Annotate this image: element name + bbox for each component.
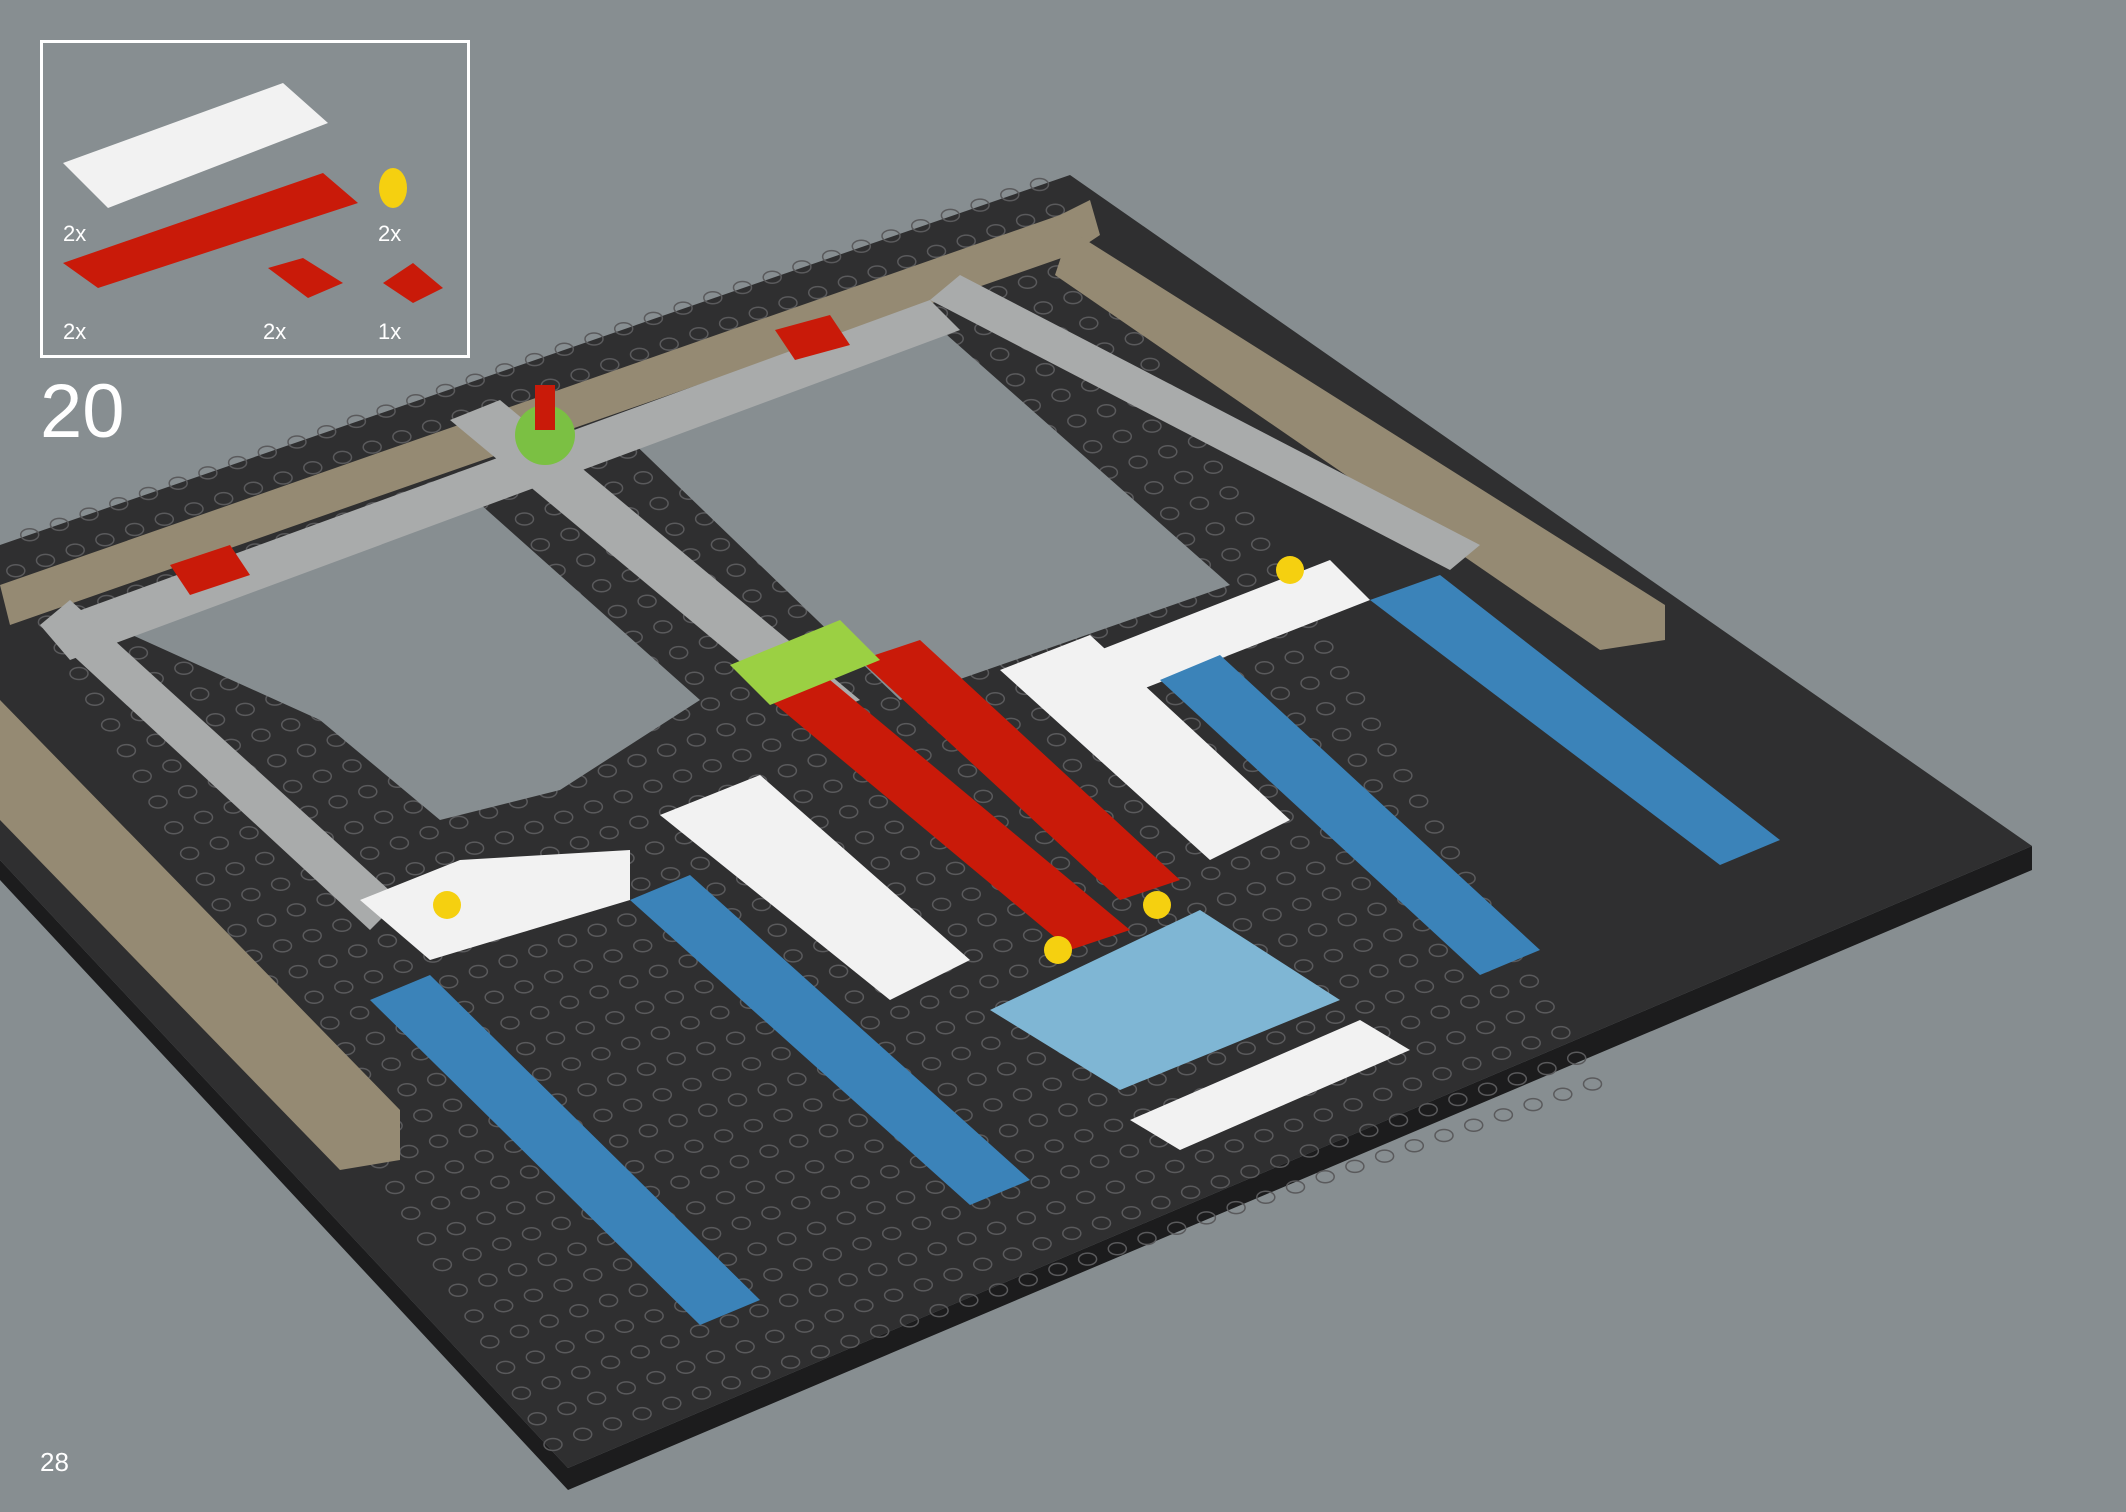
blue-plate-1 [370, 975, 760, 1325]
red-slope-2 [775, 315, 850, 360]
yellow-round-plate-icon [379, 168, 407, 208]
yellow-stud-3 [1143, 891, 1171, 919]
page-number: 28 [40, 1447, 69, 1477]
parts-quantity-red-slope-1x2: 1x [378, 319, 402, 344]
baseplate [0, 175, 2032, 1468]
gray-frame-left [40, 600, 400, 930]
white-brick-right [1000, 635, 1290, 860]
white-brick-left [660, 775, 970, 1000]
light-blue-plate [990, 910, 1340, 1090]
white-brick-2x10-icon [63, 83, 328, 208]
gray-frame-back [40, 300, 960, 660]
yellow-stud-4 [1276, 556, 1304, 584]
blue-plate-3 [1160, 655, 1540, 975]
gray-frame-middle [450, 400, 860, 720]
parts-quantity-yellow-plate: 2x [378, 221, 402, 246]
white-brick-front-right [1100, 560, 1370, 690]
parts-quantity-red-slope-2x2: 2x [263, 319, 287, 344]
red-antenna [535, 385, 555, 430]
parts-list-box: 2x 2x 2x 2x 1x [40, 40, 470, 358]
parts-list-illustration [63, 83, 443, 303]
red-slope-1x2-icon [383, 263, 443, 303]
green-round-plate [515, 405, 575, 465]
wall-right [1055, 230, 1665, 650]
lime-plate [730, 620, 880, 705]
red-slope-2x2-icon [268, 258, 343, 298]
white-tile-front [1130, 1020, 1410, 1150]
gray-frame-right [930, 275, 1480, 570]
courtyard-area [620, 320, 1230, 700]
yellow-stud-2 [1044, 936, 1072, 964]
red-slope-1 [170, 545, 250, 595]
red-brick-left [770, 680, 1130, 950]
parts-quantity-red-brick: 2x [63, 319, 87, 344]
wall-left [0, 700, 400, 1170]
parts-quantity-white-brick: 2x [63, 221, 87, 246]
blue-plate-4 [1370, 575, 1780, 865]
step-number: 20 [40, 369, 125, 454]
yellow-stud-1 [433, 891, 461, 919]
red-brick-1x12-icon [63, 173, 358, 288]
blue-plate-2 [630, 875, 1030, 1205]
red-brick-right [860, 640, 1180, 900]
white-brick-front-left [360, 850, 630, 960]
